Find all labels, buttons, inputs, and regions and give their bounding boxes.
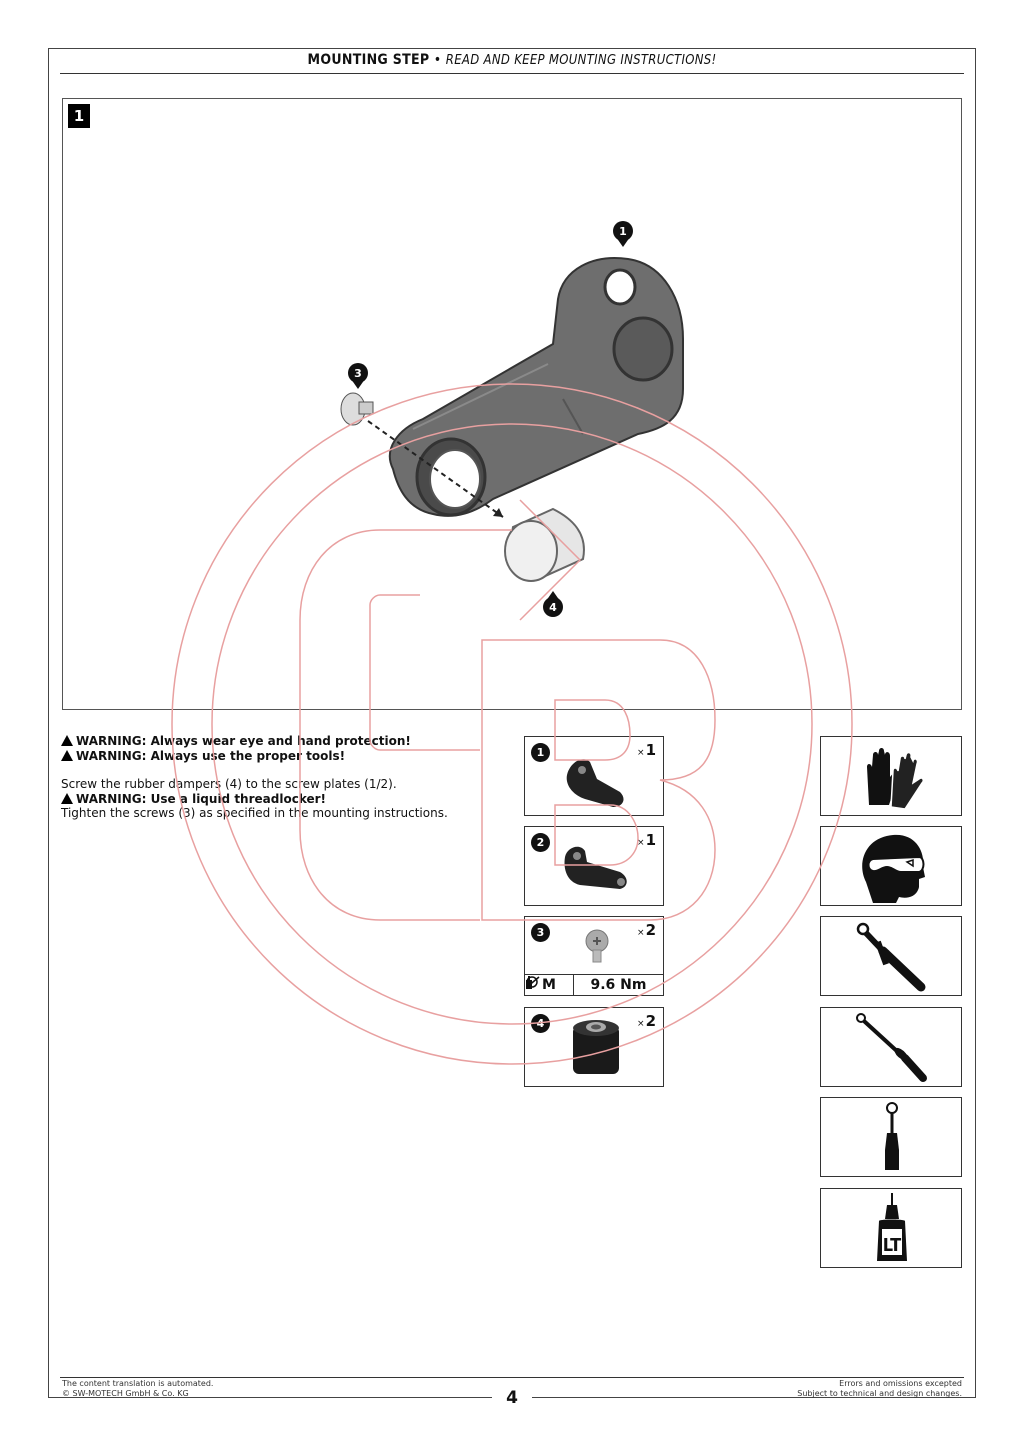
- threadlocker-icon: LT: [877, 1193, 907, 1261]
- header-subtitle: READ AND KEEP MOUNTING INSTRUCTIONS!: [445, 53, 717, 68]
- svg-text:3: 3: [354, 367, 362, 380]
- threadlocker-label: LT: [883, 1235, 901, 1256]
- torque-value: 9.6 Nm: [526, 975, 663, 995]
- header-title: MOUNTING STEP: [307, 52, 430, 68]
- tool-hex-wrench: [820, 1007, 962, 1087]
- tool-goggles: [820, 826, 962, 906]
- assembly-figure: 1 3 4: [62, 98, 962, 710]
- tool-torque-wrench: [820, 916, 962, 996]
- warning-protection: WARNING: Always wear eye and hand protec…: [61, 734, 511, 749]
- torque-icon: [526, 976, 540, 988]
- header-rule: [60, 73, 964, 74]
- footer-rule: [60, 1377, 964, 1378]
- header-separator: •: [433, 52, 442, 68]
- footer-left: The content translation is automated. © …: [62, 1379, 214, 1398]
- countersunk-screw-icon: [585, 929, 609, 963]
- svg-text:1: 1: [619, 225, 627, 238]
- page-header: MOUNTING STEP • READ AND KEEP MOUNTING I…: [60, 52, 964, 72]
- warning-icon: [61, 792, 73, 804]
- gloves-icon: [867, 748, 924, 810]
- warning-tools: WARNING: Always use the proper tools!: [61, 749, 511, 764]
- instruction-text-1: Screw the rubber dampers (4) to the scre…: [61, 777, 397, 791]
- warning-threadlocker: WARNING: Use a liquid threadlocker!: [61, 792, 511, 807]
- instructions: WARNING: Always wear eye and hand protec…: [61, 734, 511, 821]
- page-number: 4: [492, 1388, 532, 1408]
- callout-1: 1: [613, 221, 633, 247]
- part-card-3: 3 ×2 M 9.6 Nm: [524, 916, 664, 996]
- warning-icon: [61, 749, 73, 761]
- part-card-2: 2 ×1: [524, 826, 664, 906]
- tool-hex-socket: [820, 1097, 962, 1177]
- callout-3: 3: [348, 363, 368, 389]
- torque-spec: M 9.6 Nm: [525, 974, 663, 995]
- svg-text:4: 4: [549, 601, 557, 614]
- warning-icon: [61, 735, 73, 746]
- safety-goggles-icon: [862, 834, 925, 903]
- footer-right: Errors and omissions excepted Subject to…: [797, 1379, 962, 1398]
- torque-wrench-icon: [856, 922, 926, 992]
- rubber-damper-icon: [573, 1020, 619, 1074]
- assembly-drawing: 1 3 4: [340, 221, 684, 617]
- part-card-4: 4 ×2: [524, 1007, 664, 1087]
- callout-4: 4: [543, 591, 563, 617]
- tool-gloves: [820, 736, 962, 816]
- screw-plate-icon: [564, 846, 627, 889]
- tool-threadlocker: LT: [820, 1188, 962, 1268]
- step-number: 1: [68, 104, 90, 128]
- part-card-1: 1 ×1: [524, 736, 664, 816]
- hex-socket-icon: [885, 1102, 899, 1170]
- hex-wrench-icon: [856, 1013, 927, 1082]
- screw-plate-icon: [566, 759, 624, 807]
- instruction-text-2: Tighten the screws (3) as specified in t…: [61, 806, 448, 820]
